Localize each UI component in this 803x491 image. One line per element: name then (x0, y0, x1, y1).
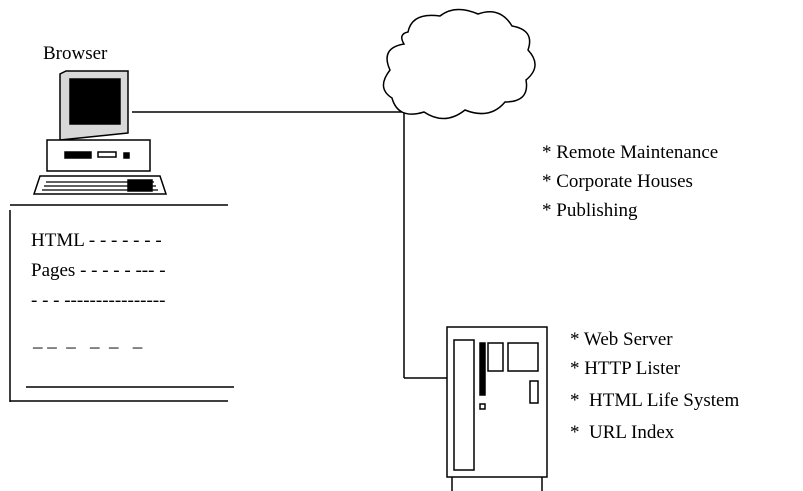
cloud-bullet-remote-maintenance: * Remote Maintenance (542, 142, 719, 163)
connector-lines (132, 92, 447, 379)
cloud-bullet-publishing: * Publishing (542, 200, 638, 221)
keyboard-keypad (127, 179, 153, 192)
page-line-html: HTML - - - - - - - (31, 230, 162, 251)
page-line-underscores: _ _ _ _ _ _ (33, 330, 143, 351)
server-drive-bay-1 (487, 342, 504, 372)
page-line-pages: Pages - - - - - --- - (31, 260, 166, 281)
server-led (479, 403, 486, 410)
cloud-icon (382, 8, 536, 120)
server-indicator (529, 380, 539, 404)
system-unit (46, 139, 151, 172)
server-bullet-html-life-system: * HTML Life System (570, 390, 740, 411)
server-bullet-url-index: * URL Index (570, 422, 675, 443)
browser-label: Browser (43, 43, 108, 64)
power-button (123, 152, 130, 159)
server-tower-icon (446, 326, 548, 491)
disk-drive-2 (97, 151, 117, 158)
server-door-left (453, 339, 475, 471)
disk-drive (64, 151, 92, 159)
monitor-screen (69, 78, 121, 125)
server-drive-bay-2 (507, 342, 539, 372)
cloud-bullet-corporate-houses: * Corporate Houses (542, 171, 693, 192)
page-document-frame (9, 204, 234, 402)
desktop-computer-icon (32, 70, 168, 195)
page-line-dashes: - - - ---------------- (31, 290, 166, 311)
server-bullet-http-lister: * HTTP Lister (570, 358, 681, 379)
server-status-bar (479, 342, 486, 396)
server-bullet-web-server: * Web Server (570, 329, 673, 350)
